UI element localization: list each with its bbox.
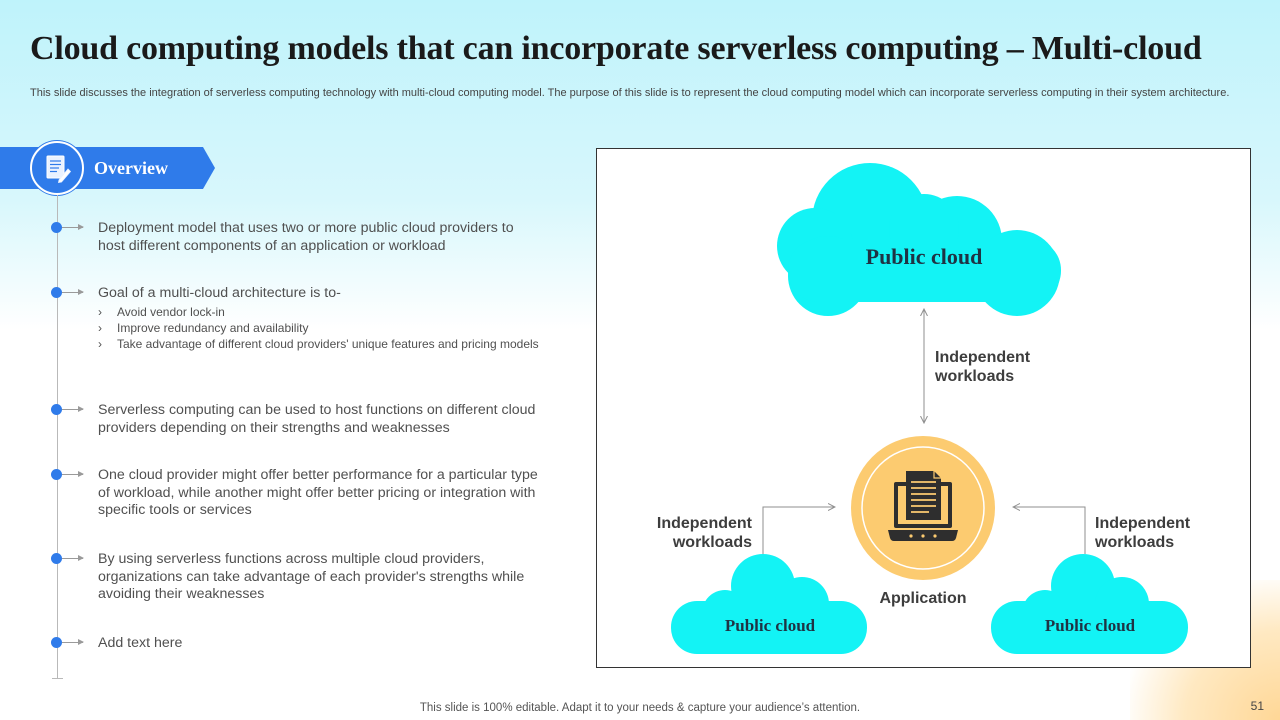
slide-title: Cloud computing models that can incorpor… (30, 30, 1202, 67)
bullet-dot (51, 222, 62, 233)
left-cloud-label: Public cloud (724, 616, 816, 635)
bullet-text: By using serverless functions across mul… (98, 551, 525, 602)
diagram-graphics (671, 163, 1188, 654)
right-connector-arrow (1013, 507, 1086, 554)
bullet-text: Deployment model that uses two or more p… (98, 220, 514, 254)
right-cloud-label: Public cloud (1044, 616, 1136, 635)
subitem: Improve redundancy and availability (98, 320, 543, 336)
top-cloud-label: Public cloud (865, 244, 983, 269)
top-cloud-shape (777, 163, 1061, 316)
multi-cloud-diagram: Public cloud Public cloud Public cloud I… (596, 148, 1251, 668)
workload-label-left: Independent workloads (656, 515, 752, 551)
bullet-dot (51, 637, 62, 648)
bullet-text: Add text here (98, 635, 183, 651)
bullet-arrow-icon (62, 406, 84, 412)
subitem: Avoid vendor lock-in (98, 304, 543, 320)
left-connector-arrow (762, 507, 835, 554)
bullet-arrow-icon (62, 289, 84, 295)
bullet-dot (51, 469, 62, 480)
bullet-dot (51, 287, 62, 298)
bullet-text: Serverless computing can be used to host… (98, 402, 536, 436)
document-edit-icon (46, 155, 72, 183)
laptop-document-icon (888, 471, 958, 541)
application-label: Application (879, 590, 967, 607)
bullet-dot (51, 404, 62, 415)
workload-label-top: Independent workloads (935, 349, 1031, 385)
bullet-dot (51, 553, 62, 564)
bullet-arrow-icon (62, 471, 84, 477)
page-number: 51 (1250, 699, 1264, 713)
right-cloud-shape (991, 554, 1188, 654)
bullet-arrow-icon (62, 555, 84, 561)
subitem: Take advantage of different cloud provid… (98, 336, 543, 352)
overview-label: Overview (94, 158, 168, 178)
slide-subtitle: This slide discusses the integration of … (30, 87, 1230, 99)
workload-label-right: Independent workloads (1095, 515, 1191, 551)
bullet-arrow-icon (62, 639, 84, 645)
overview-icon-badge (30, 141, 84, 195)
left-cloud-shape (671, 554, 867, 654)
slide-footer: This slide is 100% editable. Adapt it to… (419, 702, 861, 714)
timeline-end (52, 678, 63, 679)
bullet-subitems: Avoid vendor lock-in Improve redundancy … (98, 304, 543, 352)
bullet-arrow-icon (62, 224, 84, 230)
bullet-text: Goal of a multi-cloud architecture is to… (98, 285, 341, 301)
timeline-line (57, 195, 58, 678)
bullet-text: One cloud provider might offer better pe… (98, 467, 538, 518)
